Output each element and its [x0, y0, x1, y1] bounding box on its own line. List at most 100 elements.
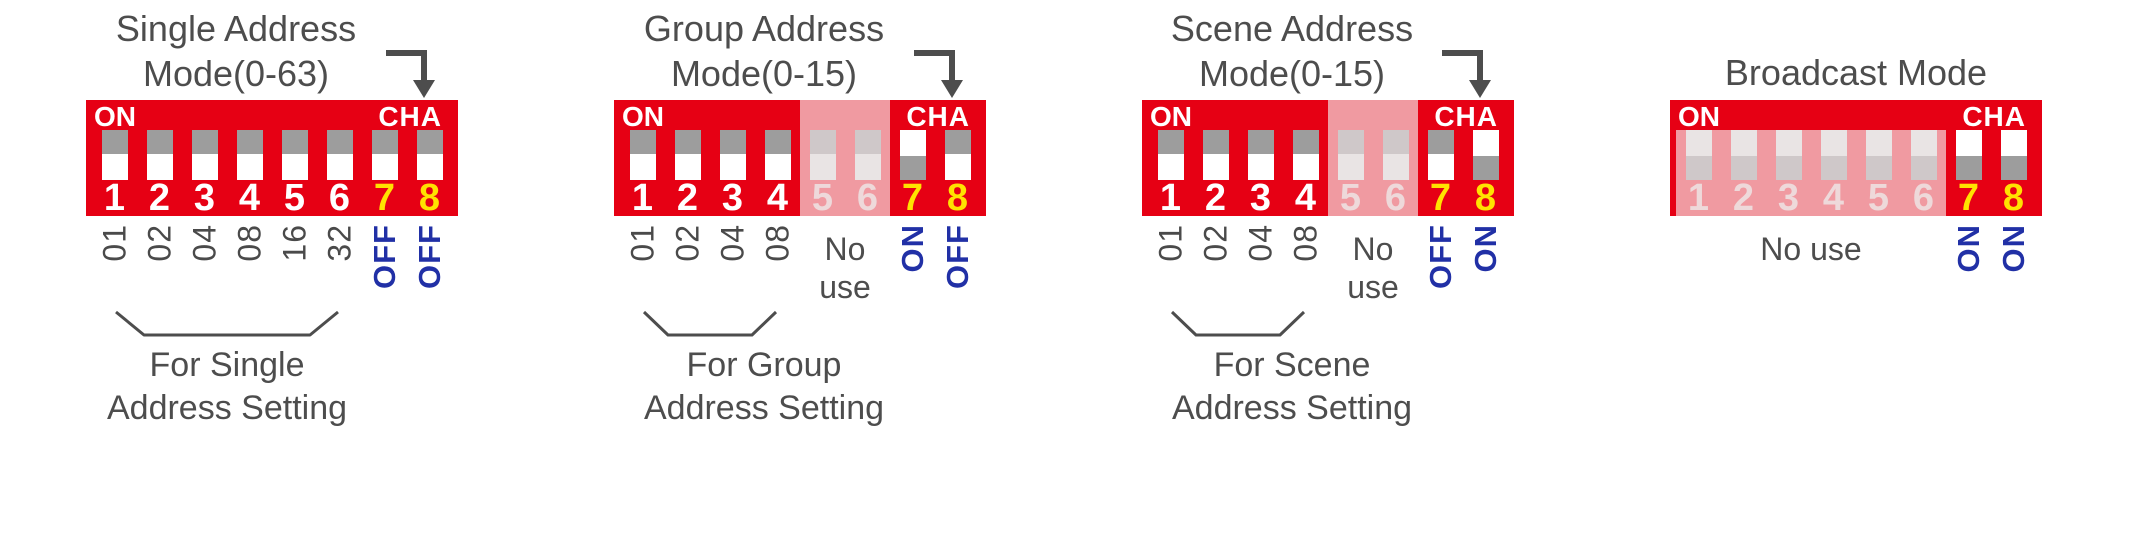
switch-number: 6 [1912, 177, 1935, 216]
cha-label: CHA [378, 101, 442, 132]
switch-toggle [674, 154, 701, 180]
dip-switch-4 [1820, 130, 1847, 180]
panel-title-line1: Scene Address [1170, 8, 1414, 49]
panel-title-line1: Group Address [643, 8, 885, 49]
channel-state-label: ON [1467, 224, 1503, 273]
dip-switch-3 [1775, 130, 1802, 180]
caption-line1: For Group [686, 346, 842, 384]
switch-toggle [1292, 154, 1319, 180]
panel-title: Scene Address Mode(0-15) [1171, 6, 1413, 96]
switch-number: 3 [193, 177, 216, 216]
value-label: 16 [276, 224, 312, 262]
value-label: 32 [321, 224, 357, 262]
value-label: 04 [186, 224, 222, 262]
dip-switch-4 [1292, 130, 1319, 180]
dip-switch-2 [674, 130, 701, 180]
switch-number: 5 [283, 177, 306, 216]
switch-number: 8 [2002, 177, 2025, 216]
dip-switch-3 [719, 130, 746, 180]
dip-switch-7 [899, 130, 926, 180]
dip-switch-1 [1685, 130, 1712, 180]
switch-toggle [764, 154, 791, 180]
switch-toggle [146, 154, 173, 180]
switch-row [620, 130, 980, 180]
channel-state-label: ON [894, 224, 930, 273]
dip-switch-4 [236, 130, 263, 180]
switch-number: 6 [328, 177, 351, 216]
switch-toggle [1247, 154, 1274, 180]
no-use-line: use [1347, 269, 1399, 305]
no-use-label: No use [1760, 230, 1861, 268]
value-label: 08 [759, 224, 795, 262]
channel-state-label: OFF [939, 224, 975, 289]
switch-number: 4 [1822, 177, 1845, 216]
value-label: 02 [141, 224, 177, 262]
on-label: ON [94, 101, 136, 132]
switch-number: 2 [676, 177, 699, 216]
panel-title: Single Address Mode(0-63) [116, 6, 356, 96]
value-label: 01 [1152, 224, 1188, 262]
cha-label: CHA [1434, 101, 1498, 132]
switch-number: 1 [103, 177, 126, 216]
dip-switch-2 [146, 130, 173, 180]
channel-state-label: OFF [411, 224, 447, 289]
switch-toggle [101, 154, 128, 180]
dip-switch-7 [1955, 130, 1982, 180]
switch-number: 7 [901, 177, 924, 216]
dip-switch-5 [281, 130, 308, 180]
dip-switch-5 [1337, 130, 1364, 180]
switch-toggle [1865, 130, 1892, 156]
switch-number: 2 [1732, 177, 1755, 216]
switch-number: 6 [856, 177, 879, 216]
dip-switch-8 [416, 130, 443, 180]
no-use-line: No use [1760, 231, 1862, 267]
switch-number: 7 [373, 177, 396, 216]
value-label: 02 [1197, 224, 1233, 262]
caption-line2: Address Setting [643, 389, 885, 427]
switch-number: 1 [631, 177, 654, 216]
switch-toggle [2000, 130, 2027, 156]
dip-switch-3 [1247, 130, 1274, 180]
caption: For Single Address Setting [107, 344, 347, 430]
switch-row [1148, 130, 1508, 180]
cha-label: CHA [1962, 101, 2026, 132]
switch-number: 1 [1687, 177, 1710, 216]
dip-switch-7 [1427, 130, 1454, 180]
arrow-down-icon [1442, 50, 1491, 98]
no-use-region [1676, 130, 1946, 216]
switch-toggle [1775, 130, 1802, 156]
switch-number: 8 [418, 177, 441, 216]
caption-line2: Address Setting [1171, 389, 1413, 427]
switch-row [1676, 130, 2036, 180]
switch-number: 8 [1474, 177, 1497, 216]
dip-switch-1 [629, 130, 656, 180]
switch-toggle [854, 154, 881, 180]
panel-title-line2: Mode(0-63) [142, 53, 330, 94]
switch-toggle [1820, 130, 1847, 156]
dip-switch-5 [1865, 130, 1892, 180]
switch-number: 4 [238, 177, 261, 216]
dip-switch-8 [1472, 130, 1499, 180]
dip-switch-2 [1202, 130, 1229, 180]
no-use-line: use [819, 269, 871, 305]
switch-toggle [1955, 130, 1982, 156]
panel-title-line1: Broadcast Mode [1724, 52, 1988, 93]
switch-toggle [281, 154, 308, 180]
caption-line1: For Single [149, 346, 305, 384]
panel-title-line2: Mode(0-15) [1198, 53, 1386, 94]
panel-title-line1: Single Address [115, 8, 357, 49]
switch-toggle [1337, 154, 1364, 180]
dip-switch-6 [326, 130, 353, 180]
switch-toggle [944, 154, 971, 180]
value-label: 08 [1287, 224, 1323, 262]
